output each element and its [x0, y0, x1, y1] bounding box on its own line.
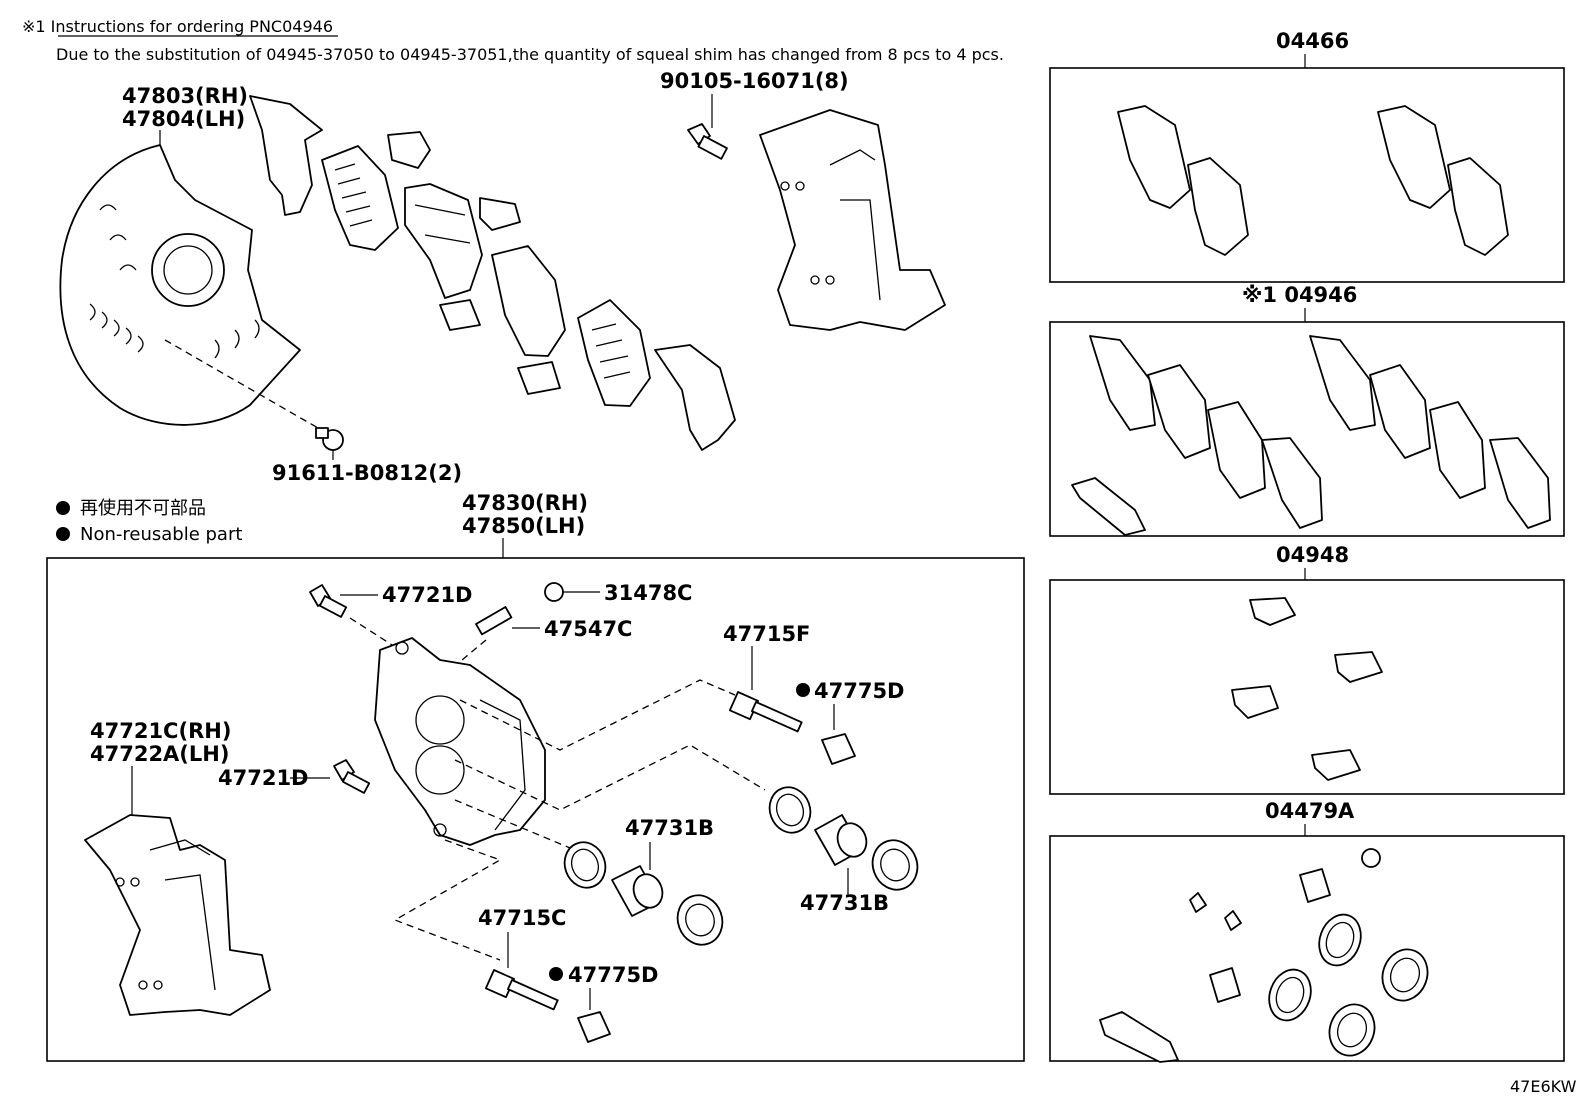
label-47547C: 47547C	[544, 617, 632, 641]
caliper-assembly-group[interactable]: 47721D 31478C 47547C 47715F 47775D	[84, 581, 924, 1043]
label-47775D-bot: 47775D	[568, 963, 659, 987]
kit-04466[interactable]: 04466	[1049, 29, 1565, 283]
label-47731B-mid: 47731B	[625, 816, 714, 840]
kit-04479A-label: 04479A	[1265, 799, 1355, 823]
label-bolt-91611: 91611-B0812(2)	[272, 461, 462, 485]
dust-cover-group[interactable]: 47803(RH) 47804(LH)	[59, 84, 301, 426]
non-reusable-dot	[56, 501, 70, 515]
label-caliper-lh: 47850(LH)	[462, 514, 585, 538]
ordering-instructions-title: ※1 Instructions for ordering PNC04946	[22, 17, 333, 36]
label-dust-cover-rh: 47803(RH)	[122, 84, 248, 108]
label-mount-lh: 47722A(LH)	[90, 742, 229, 766]
kit-04946[interactable]: ※1 04946	[1049, 283, 1565, 537]
bolt-90105-group[interactable]: 90105-16071(8)	[660, 69, 849, 160]
kit-04466-label: 04466	[1276, 29, 1349, 53]
non-reusable-dot	[56, 527, 70, 541]
legend-en: Non-reusable part	[80, 524, 242, 545]
label-bolt-90105: 90105-16071(8)	[660, 69, 849, 93]
kit-04948-box	[1049, 579, 1565, 795]
label-31478C: 31478C	[604, 581, 692, 605]
kit-04946-label: ※1 04946	[1242, 283, 1357, 307]
caliper-assembly-box	[46, 557, 1025, 1062]
label-caliper-rh: 47830(RH)	[462, 491, 588, 515]
legend-jp: 再使用不可部品	[80, 498, 206, 519]
label-mount-rh: 47721C(RH)	[90, 719, 231, 743]
label-47715F: 47715F	[723, 622, 810, 646]
ordering-instructions-text: Due to the substitution of 04945-37050 t…	[56, 45, 1004, 64]
legend: 再使用不可部品 Non-reusable part	[56, 498, 242, 545]
non-reusable-dot	[549, 967, 563, 981]
kit-04948-label: 04948	[1276, 543, 1349, 567]
kit-04948[interactable]: 04948	[1049, 543, 1565, 795]
kit-04946-box	[1049, 321, 1565, 537]
label-47721D-top: 47721D	[382, 583, 473, 607]
kit-04479A[interactable]: 04479A	[1049, 799, 1565, 1063]
bolt-91611-group[interactable]: 91611-B0812(2)	[164, 339, 462, 485]
diagram-code: 47E6KW	[1510, 1077, 1577, 1096]
non-reusable-dot	[796, 683, 810, 697]
caliper-body	[374, 637, 546, 846]
upper-pad-shim-set[interactable]	[249, 95, 736, 451]
kit-04466-box	[1049, 67, 1565, 283]
label-47731B-right: 47731B	[800, 891, 889, 915]
label-47715C: 47715C	[478, 906, 566, 930]
label-47775D-top: 47775D	[814, 679, 905, 703]
kit-04479A-box	[1049, 835, 1565, 1062]
caliper-mounting	[84, 814, 271, 1016]
upper-mounting-bracket[interactable]	[759, 109, 946, 331]
label-dust-cover-lh: 47804(LH)	[122, 107, 245, 131]
